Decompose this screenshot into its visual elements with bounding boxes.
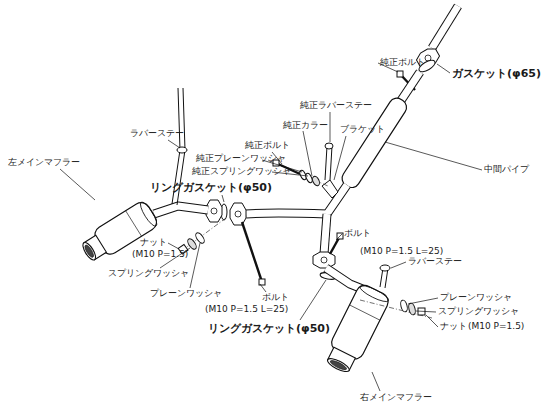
leader-lines [60,63,482,391]
washer [194,231,206,244]
pipe-fill [154,206,208,214]
part-label: スプリングワッシャ [438,306,519,317]
leader-line [391,262,406,268]
flange [206,200,222,222]
part-label: 純正ラバーステー [300,100,372,111]
flange-hole [211,208,217,214]
leader-line [385,142,482,170]
washer [305,172,314,183]
part-label: (M10 P=1.5) [468,321,524,332]
pipe-outline [432,6,458,48]
part-label: 純正ボルト [380,57,425,68]
muffler [321,282,391,376]
leader-line [168,140,180,148]
leader-line [300,280,326,320]
rubber-stay [325,146,332,180]
part-label: 純正ボルト [245,140,290,151]
flange [230,203,246,225]
washer [186,237,198,250]
part-label: ラバーステー [408,256,462,267]
pipe-fill [432,6,458,48]
pipe-outline [400,72,420,102]
callout-title: リングガスケット(φ50) [150,181,272,194]
part-label: ナット [140,237,167,248]
part-label: ブラケット [340,124,385,135]
leader-line [437,64,450,73]
washer [400,299,409,312]
center-line [360,300,432,318]
part-label: ラバーステー [130,128,184,139]
leader-line [334,136,346,180]
washer [311,175,321,187]
washer [408,302,417,315]
pipe-fill [324,214,327,254]
part-label: プレーンワッシャ [150,288,222,299]
leader-line [222,195,224,202]
flange-hole [235,211,241,217]
leader-line [168,243,179,249]
leader-line [336,234,342,240]
part-label: ボルト [262,292,289,303]
part-label: (M10 P=1.5 L=25) [205,304,288,315]
part-label: (M10 P=1.5) [132,249,188,260]
part-label: プレーンワッシャ [440,292,512,303]
callout-title: ガスケット(φ65) [452,67,541,80]
hanger-rod [178,88,185,150]
part-label: 純正カラー [283,120,328,131]
flange-hole [321,257,327,263]
part-label: 左メインマフラー [8,157,80,168]
washer [177,147,187,153]
leader-line [372,372,380,391]
bracket [322,180,338,198]
part-label: 純正スプリングワッシャ [192,166,291,177]
part-label: 中間パイプ [484,164,529,175]
washer [325,143,333,149]
part-label: ナット [440,321,467,332]
bolt-shank [242,222,262,282]
center-line [180,218,226,252]
leader-line [408,298,438,304]
pipe-outline [154,206,208,214]
part-label: スプリングワッシャ [108,268,189,279]
rubber-stay [172,150,185,205]
leader-line [330,112,331,142]
washer [380,265,390,271]
leader-line [60,169,95,200]
parts [78,6,458,376]
leader-line [303,131,312,176]
flange [313,252,335,268]
leader-line [190,243,200,288]
part-label: ボルト [344,228,371,239]
part-label: (M10 P=1.5 L=25) [360,246,443,257]
callout-title: リングガスケット(φ50) [208,322,330,335]
leader-line [426,315,438,327]
pipe-fill [400,72,420,102]
bolt-head [337,233,343,239]
leader-line [260,284,266,292]
pipe-outline [324,214,327,254]
leader-line [416,311,436,312]
part-label: 右メインマフラー [360,392,432,403]
part-label: 純正プレーンワッシャ [196,153,286,164]
